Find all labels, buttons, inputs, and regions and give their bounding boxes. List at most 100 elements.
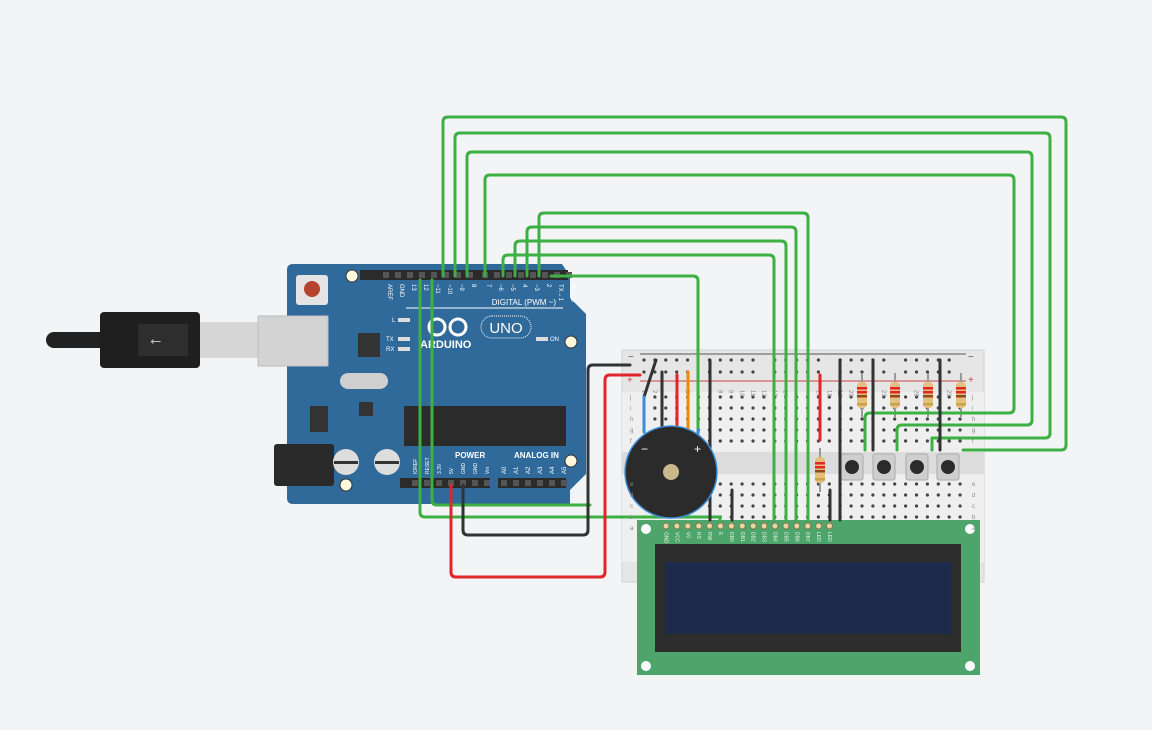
breadboard-hole[interactable] xyxy=(740,439,744,443)
lcd-pin-7[interactable]: DB1 xyxy=(738,522,746,542)
breadboard-hole[interactable] xyxy=(849,515,853,519)
breadboard-hole[interactable] xyxy=(947,428,951,432)
digital-pin-2[interactable]: 13 xyxy=(407,272,416,291)
analog-header[interactable] xyxy=(498,478,566,488)
breadboard-hole[interactable] xyxy=(849,482,853,486)
green-wire[interactable] xyxy=(501,253,776,522)
pushbutton[interactable] xyxy=(936,453,960,481)
breadboard-hole[interactable] xyxy=(904,482,908,486)
breadboard-hole[interactable] xyxy=(860,428,864,432)
breadboard-hole[interactable] xyxy=(718,370,722,374)
breadboard-hole[interactable] xyxy=(914,406,919,410)
lcd-pin-4[interactable]: RW xyxy=(706,522,714,541)
green-wire[interactable] xyxy=(483,173,1016,452)
breadboard-hole[interactable] xyxy=(882,504,886,508)
breadboard-hole[interactable] xyxy=(958,482,962,486)
breadboard-hole[interactable] xyxy=(740,406,744,410)
breadboard-hole[interactable] xyxy=(936,482,940,486)
breadboard-hole[interactable] xyxy=(762,395,766,399)
breadboard-hole[interactable] xyxy=(936,515,940,519)
analog-pin-3[interactable]: A3 xyxy=(537,466,544,486)
breadboard-hole[interactable] xyxy=(729,370,733,374)
breadboard-hole[interactable] xyxy=(762,428,766,432)
breadboard-hole[interactable] xyxy=(740,417,744,421)
breadboard-hole[interactable] xyxy=(849,370,853,374)
resistor[interactable] xyxy=(923,373,933,417)
breadboard-hole[interactable] xyxy=(860,482,864,486)
breadboard-hole[interactable] xyxy=(893,493,897,497)
breadboard-hole[interactable] xyxy=(751,417,755,421)
breadboard-hole[interactable] xyxy=(947,439,951,443)
breadboard-hole[interactable] xyxy=(675,358,679,362)
breadboard-hole[interactable] xyxy=(740,428,744,432)
pushbutton[interactable] xyxy=(905,453,929,481)
breadboard-hole[interactable] xyxy=(664,370,668,374)
green-wire[interactable] xyxy=(549,274,700,432)
breadboard-hole[interactable] xyxy=(914,493,919,497)
breadboard-hole[interactable] xyxy=(925,504,930,508)
breadboard-hole[interactable] xyxy=(729,417,733,421)
breadboard-hole[interactable] xyxy=(925,515,930,519)
breadboard-hole[interactable] xyxy=(751,439,755,443)
digital-pin-1[interactable]: GND xyxy=(395,272,404,298)
breadboard-hole[interactable] xyxy=(718,428,722,432)
breadboard-hole[interactable] xyxy=(860,417,864,421)
lcd-pin-12[interactable]: DB6 xyxy=(793,522,801,542)
breadboard-hole[interactable] xyxy=(762,482,766,486)
green-wire[interactable] xyxy=(418,278,722,522)
lcd-pin-15[interactable]: LED xyxy=(826,522,833,542)
breadboard-hole[interactable] xyxy=(925,493,930,497)
breadboard-hole[interactable] xyxy=(642,358,646,362)
breadboard-hole[interactable] xyxy=(904,417,908,421)
lcd-pin-2[interactable]: V0 xyxy=(684,522,692,538)
breadboard-hole[interactable] xyxy=(751,515,755,519)
breadboard-hole[interactable] xyxy=(740,504,744,508)
breadboard-hole[interactable] xyxy=(904,439,908,443)
breadboard-hole[interactable] xyxy=(914,358,919,362)
breadboard-hole[interactable] xyxy=(827,428,831,432)
breadboard-hole[interactable] xyxy=(751,428,755,432)
breadboard-hole[interactable] xyxy=(882,482,886,486)
breadboard-hole[interactable] xyxy=(860,493,864,497)
breadboard-hole[interactable] xyxy=(849,493,853,497)
breadboard-hole[interactable] xyxy=(893,417,897,421)
lcd-pin-11[interactable]: DB5 xyxy=(782,522,790,542)
breadboard-hole[interactable] xyxy=(740,370,744,374)
breadboard-hole[interactable] xyxy=(653,395,657,399)
piezo-buzzer[interactable]: − + xyxy=(624,425,718,519)
breadboard-hole[interactable] xyxy=(914,482,919,486)
green-wire[interactable] xyxy=(453,131,1052,452)
breadboard-hole[interactable] xyxy=(860,358,864,362)
breadboard-hole[interactable] xyxy=(762,417,766,421)
breadboard-hole[interactable] xyxy=(882,439,886,443)
analog-pin-1[interactable]: A1 xyxy=(513,466,520,486)
breadboard-hole[interactable] xyxy=(740,493,744,497)
breadboard-hole[interactable] xyxy=(816,515,821,519)
lcd-pin-5[interactable]: E xyxy=(717,522,724,536)
black-wire[interactable] xyxy=(461,363,632,537)
breadboard-hole[interactable] xyxy=(849,395,853,399)
breadboard-hole[interactable] xyxy=(849,406,853,410)
breadboard-hole[interactable] xyxy=(762,504,766,508)
breadboard-hole[interactable] xyxy=(871,482,875,486)
breadboard-hole[interactable] xyxy=(882,428,886,432)
breadboard-hole[interactable] xyxy=(958,504,962,508)
breadboard-hole[interactable] xyxy=(849,358,853,362)
breadboard-hole[interactable] xyxy=(827,439,831,443)
resistor[interactable] xyxy=(956,373,966,417)
digital-pin-7[interactable]: 8 xyxy=(467,272,476,288)
breadboard-hole[interactable] xyxy=(871,493,875,497)
breadboard-hole[interactable] xyxy=(925,482,930,486)
breadboard-hole[interactable] xyxy=(893,515,897,519)
breadboard-hole[interactable] xyxy=(860,370,864,374)
digital-pin-13[interactable]: 2 xyxy=(542,272,551,288)
green-wire[interactable] xyxy=(465,150,1034,452)
breadboard-hole[interactable] xyxy=(686,358,690,362)
analog-pin-2[interactable]: A2 xyxy=(525,466,532,486)
breadboard-hole[interactable] xyxy=(925,439,930,443)
analog-pin-4[interactable]: A4 xyxy=(549,466,556,486)
digital-pin-4[interactable]: ~11 xyxy=(431,272,440,294)
breadboard-hole[interactable] xyxy=(751,370,755,374)
digital-pin-10[interactable]: ~5 xyxy=(506,272,515,292)
